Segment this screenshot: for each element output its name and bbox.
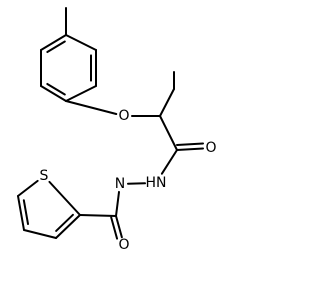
bond-ce-o_amide2-second: [110, 216, 119, 240]
bond-c3-c4-inner: [46, 82, 66, 96]
bond-cd-o_amide1: [176, 147, 205, 151]
bond-t2-t3-inner: [55, 213, 74, 232]
bond-c1-c2: [40, 34, 67, 51]
molecule-structure: O O HN N O S: [17, 7, 217, 253]
bond-t3-t4: [23, 229, 57, 239]
bond-s-t2: [48, 180, 81, 216]
bond-t4-t5-inner: [22, 199, 30, 226]
bond-n2-ce: [115, 190, 121, 217]
bond-t4-t5: [17, 195, 25, 231]
bond-t2-t3: [55, 214, 81, 239]
bond-c1-c2-inner: [46, 40, 66, 54]
atom-label-s: S: [40, 168, 49, 184]
bond-c4-o_ether: [65, 100, 118, 115]
bond-ca-cb: [159, 88, 175, 117]
bond-ce-t2: [79, 214, 117, 217]
molecule-diagram: O O HN N O S: [17, 7, 217, 253]
bond-c3-c4: [40, 85, 67, 102]
atom-label-nh: HN: [146, 175, 167, 191]
bond-c6-c1: [65, 34, 97, 51]
atom-label-o_ether: O: [118, 108, 129, 124]
atom-label-o_amide1: O: [205, 140, 216, 156]
bond-ca-cd: [159, 115, 178, 151]
atom-label-o_amide2: O: [118, 237, 129, 253]
bond-t5-s: [17, 179, 39, 197]
bond-ce-o_amide2: [115, 215, 123, 239]
bond-cd-o_amide1-second: [176, 142, 205, 146]
atom-label-n2: N: [115, 176, 125, 192]
bond-c4-c5: [65, 85, 97, 102]
bond-cd-nh: [160, 149, 178, 175]
